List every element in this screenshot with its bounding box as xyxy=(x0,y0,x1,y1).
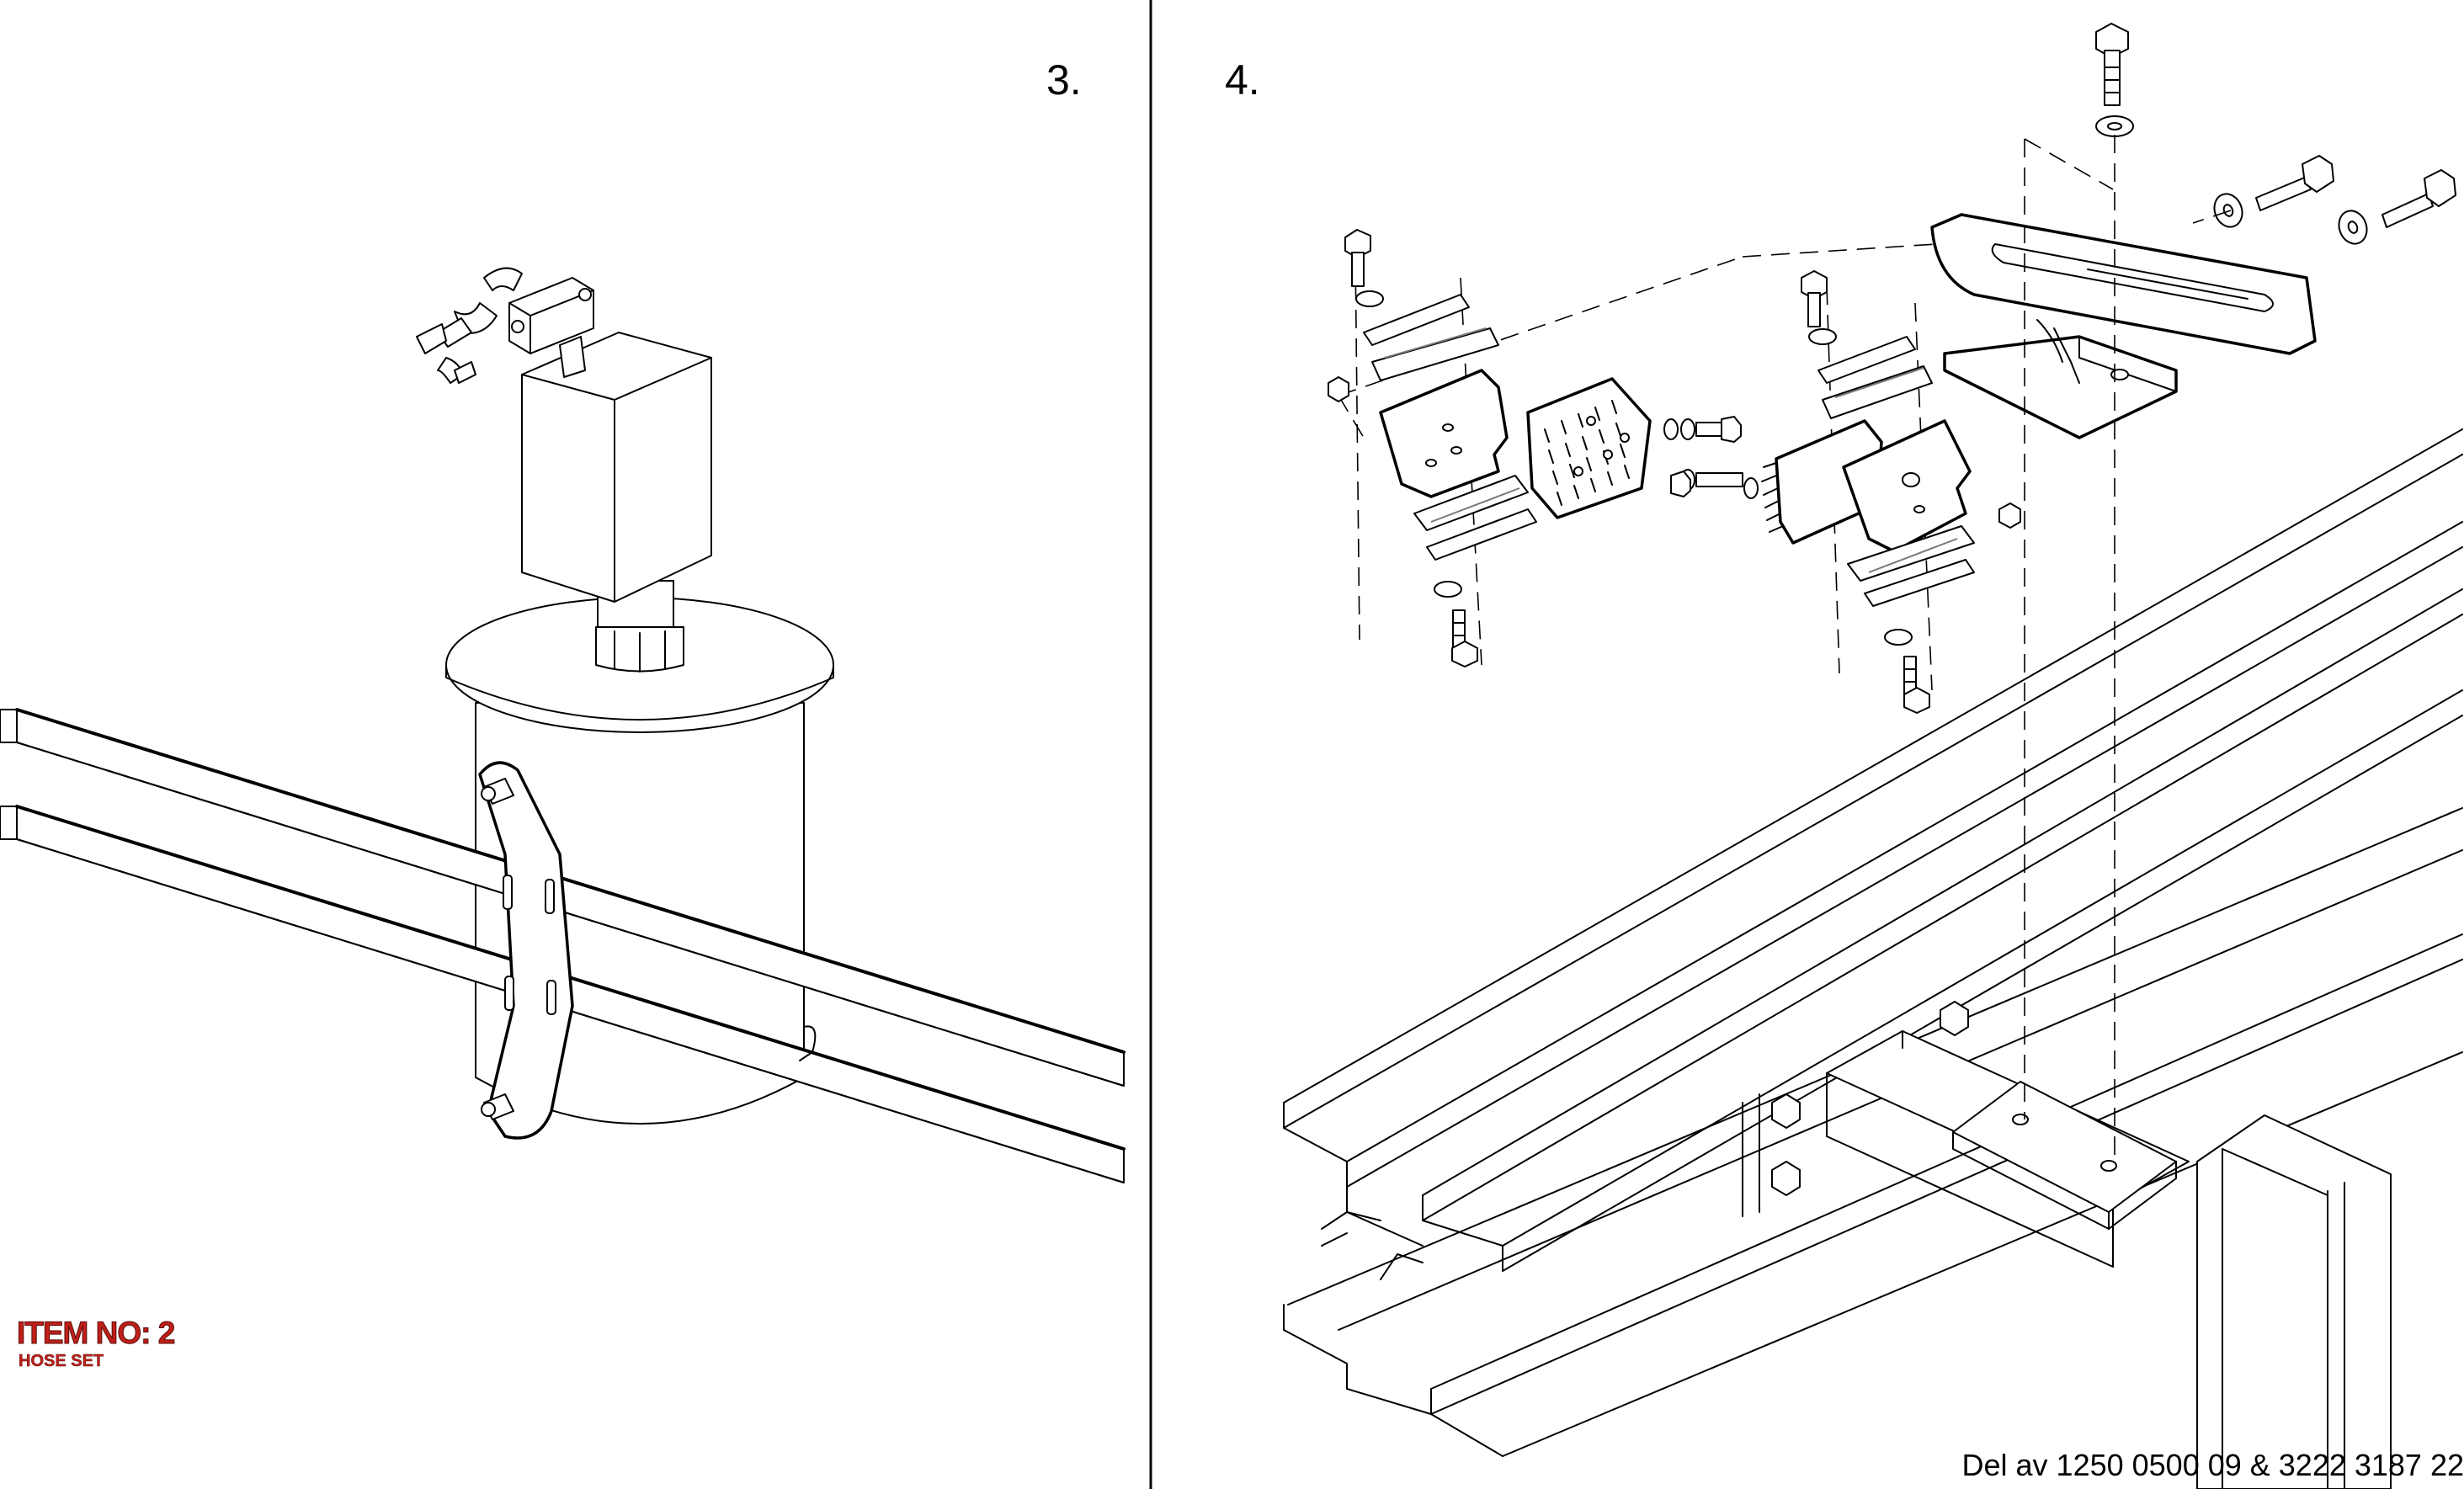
left-brush-holder xyxy=(1328,229,1652,667)
mounting-plate xyxy=(1952,1081,2177,1230)
frame-beams xyxy=(1283,428,2463,1457)
step3-lubricator-assembly xyxy=(0,267,1126,1183)
side-bolts xyxy=(2213,155,2456,245)
top-bolt xyxy=(2095,23,2134,137)
connecting-bolts xyxy=(1663,416,1759,499)
step-4-number: 4. xyxy=(1225,56,1260,104)
item-number-label: ITEM NO: 2 xyxy=(16,1316,175,1350)
part-reference-footer: Del av 1250 0500 09 & 3222 3187 22 xyxy=(1961,1448,2464,1482)
step4-brush-holder-assembly xyxy=(1283,23,2463,1489)
brush-bristles xyxy=(1544,400,1630,506)
cylinder-hook xyxy=(799,1025,817,1061)
pump-box xyxy=(521,332,712,603)
vertical-post xyxy=(2196,1114,2392,1489)
neck-nut xyxy=(595,580,684,673)
step-3-number: 3. xyxy=(1046,56,1082,104)
right-brush-bristles xyxy=(1761,462,1784,533)
angle-bracket xyxy=(1930,213,2317,439)
right-brush-holder xyxy=(1761,270,2021,714)
clamp-bracket xyxy=(478,761,574,1140)
beam-bolts xyxy=(1771,1001,1969,1196)
item-description-label: HOSE SET xyxy=(19,1352,104,1370)
valve-fittings xyxy=(416,267,594,384)
